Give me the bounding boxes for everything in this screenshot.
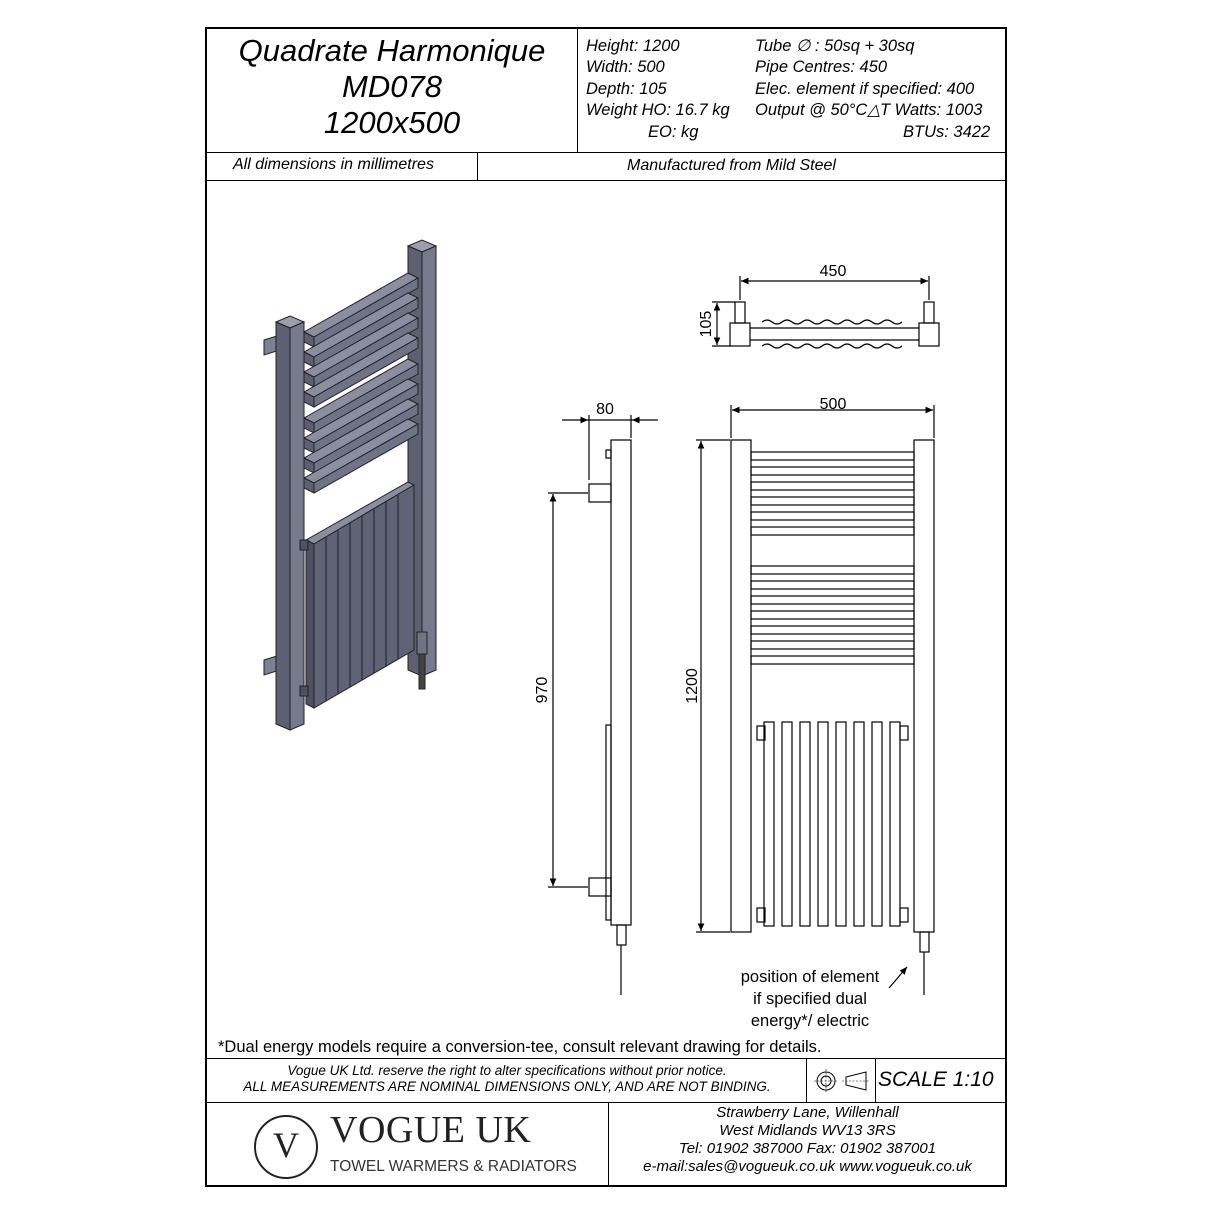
spec-weight-ho: Weight HO: 16.7 kg — [586, 101, 730, 119]
drawing-frame — [205, 27, 1007, 1187]
spec-width: Width: 500 — [586, 58, 665, 76]
dim-top-width: 450 — [820, 263, 847, 280]
dim-top-depth: 105 — [698, 311, 715, 338]
front-view — [696, 405, 935, 995]
scale-label: SCALE 1:10 — [878, 1068, 994, 1091]
footer-scale-divider — [875, 1058, 876, 1102]
header-divider — [205, 152, 1007, 153]
address-email-web: e-mail:sales@vogueuk.co.uk www.vogueuk.c… — [643, 1158, 972, 1175]
dimensions-note: All dimensions in millimetres — [233, 156, 434, 173]
side-view — [548, 415, 658, 995]
footnote: *Dual energy models require a conversion… — [218, 1038, 822, 1056]
logo-letter: V — [273, 1125, 299, 1165]
element-note-line2: if specified dual — [753, 990, 867, 1008]
address-line2: West Midlands WV13 3RS — [719, 1122, 896, 1139]
dim-side-height: 970 — [534, 677, 551, 704]
material-note: Manufactured from Mild Steel — [627, 157, 836, 174]
footer-disclaimer-divider — [806, 1058, 807, 1102]
disclaimer-line2: ALL MEASUREMENTS ARE NOMINAL DIMENSIONS … — [243, 1079, 771, 1094]
address-line1: Strawberry Lane, Willenhall — [716, 1104, 899, 1121]
disclaimer-line1: Vogue UK Ltd. reserve the right to alter… — [287, 1063, 727, 1078]
element-note-line3: energy*/ electric — [750, 1012, 870, 1030]
subheader-divider — [205, 180, 1007, 181]
dim-front-height: 1200 — [684, 668, 701, 704]
vogue-logo-icon — [254, 1115, 318, 1179]
element-note-line1: position of element — [740, 968, 880, 986]
product-name: Quadrate Harmonique — [238, 33, 546, 68]
plan-view — [712, 276, 940, 349]
brand-tagline: TOWEL WARMERS & RADIATORS — [330, 1158, 577, 1175]
spec-output: Output @ 50°C△T Watts: 1003 — [755, 101, 983, 119]
dim-side-depth: 80 — [596, 401, 614, 418]
brand-name: VOGUE UK — [330, 1109, 532, 1151]
spec-depth: Depth: 105 — [586, 80, 667, 98]
address-phone: Tel: 01902 387000 Fax: 01902 387001 — [678, 1140, 937, 1157]
product-size: 1200x500 — [323, 105, 461, 140]
subheader-column-divider — [477, 152, 478, 180]
spec-btus: BTUs: 3422 — [903, 123, 991, 141]
footer-divider-top — [205, 1058, 1007, 1059]
third-angle-projection-icon — [814, 1069, 869, 1093]
spec-elec-element: Elec. element if specified: 400 — [755, 80, 975, 98]
dim-front-width: 500 — [820, 396, 847, 413]
footer-brand-divider — [608, 1102, 609, 1187]
isometric-radiator-view — [263, 239, 438, 731]
spec-weight-eo: EO: kg — [648, 123, 699, 141]
spec-tube: Tube ∅ : 50sq + 30sq — [755, 37, 915, 55]
footer-divider-middle — [205, 1102, 1007, 1103]
spec-pipe-centres: Pipe Centres: 450 — [755, 58, 888, 76]
spec-height: Height: 1200 — [586, 37, 680, 55]
product-code: MD078 — [342, 69, 442, 104]
title-spec-divider — [577, 27, 578, 152]
